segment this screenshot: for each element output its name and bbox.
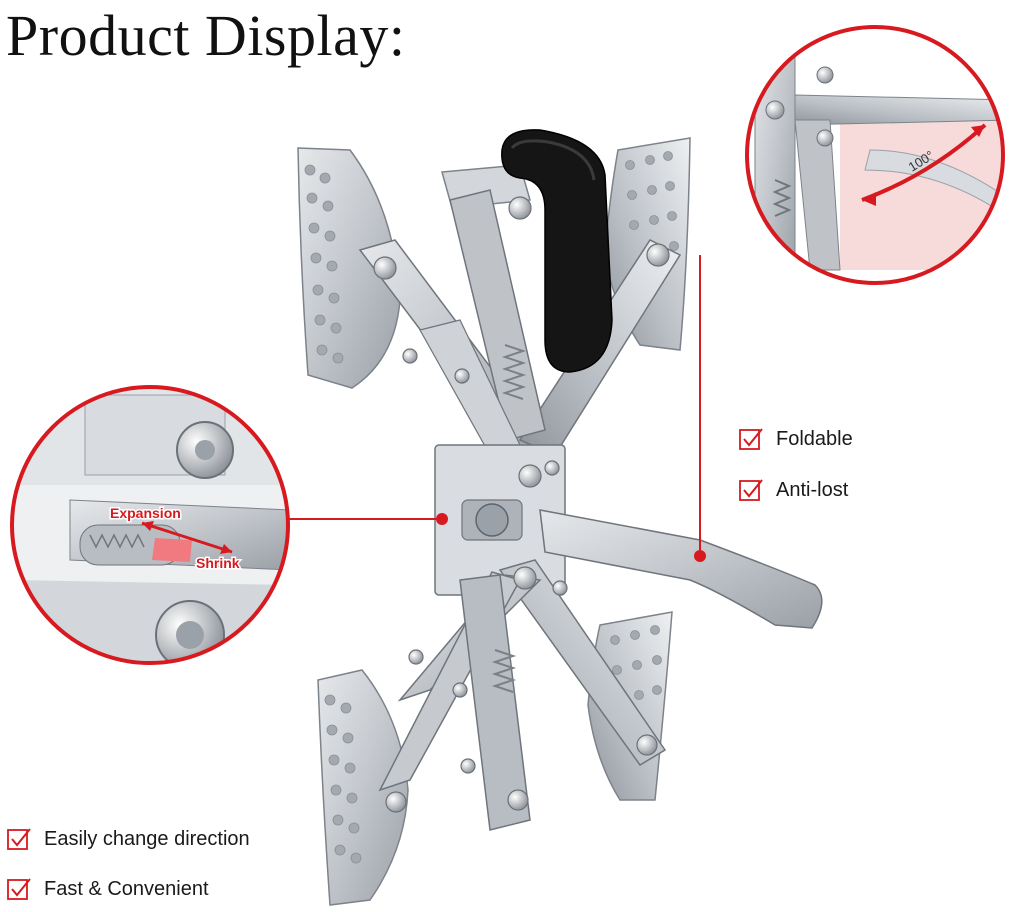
connector-dot-left	[436, 513, 448, 525]
shrink-label: Shrink	[196, 555, 240, 571]
feature-anti-lost-label: Anti-lost	[776, 478, 849, 501]
feature-fast-convenient-label: Fast & Convenient	[44, 877, 209, 900]
expansion-callout: Expansion Shrink	[10, 385, 290, 665]
connector-dot-top	[694, 550, 706, 562]
feature-easily-change-direction-label: Easily change direction	[44, 827, 250, 850]
feature-fast-convenient: Fast & Convenient	[6, 876, 209, 902]
expansion-label: Expansion	[110, 505, 181, 521]
wheel-chock-product	[297, 129, 823, 906]
feature-easily-change-direction: Easily change direction	[6, 826, 250, 852]
checked-box-icon	[7, 878, 31, 900]
page-title: Product Display:	[6, 3, 406, 68]
fold-angle-callout: 100°	[745, 25, 1005, 285]
checked-box-icon	[739, 479, 763, 501]
feature-foldable-label: Foldable	[776, 427, 853, 450]
feature-foldable: Foldable	[738, 426, 853, 452]
checked-box-icon	[7, 828, 31, 850]
feature-anti-lost: Anti-lost	[738, 477, 848, 503]
checked-box-icon	[739, 428, 763, 450]
